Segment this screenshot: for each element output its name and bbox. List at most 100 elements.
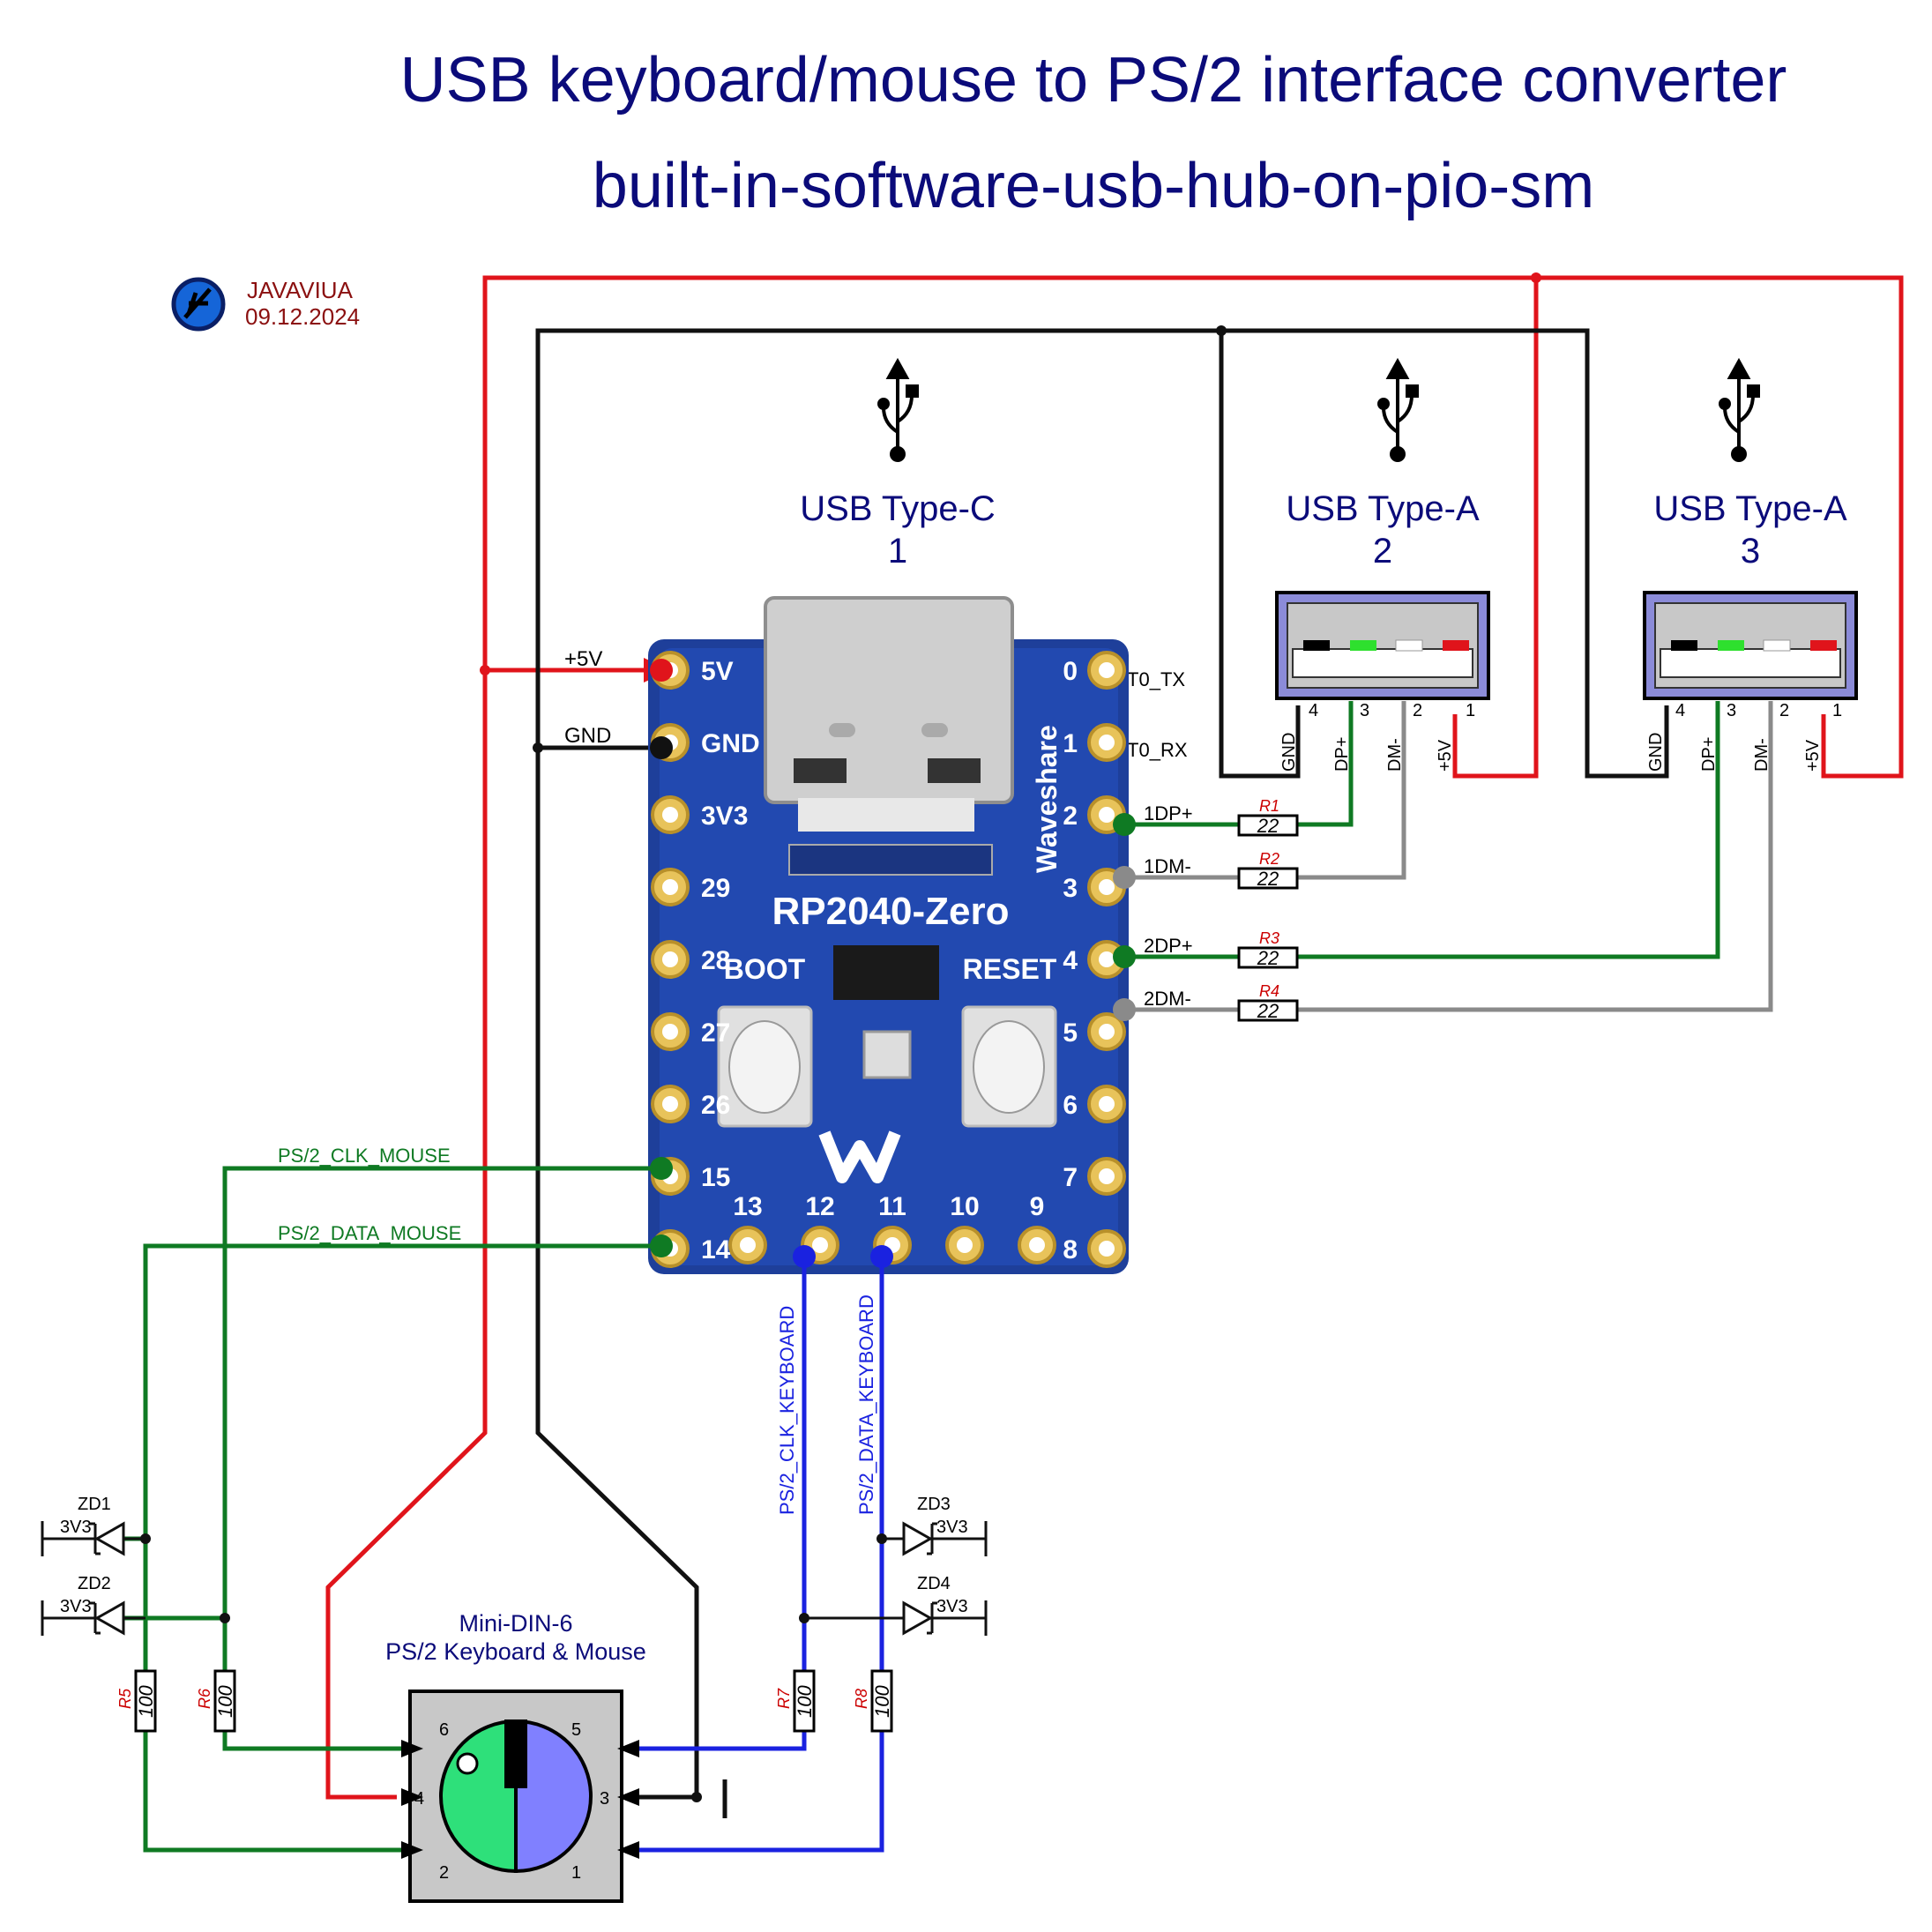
zener-zd3-ref: ZD3 — [917, 1495, 951, 1514]
board-reset-label: RESET — [963, 953, 1057, 985]
resistor-r3-value: 22 — [1257, 947, 1279, 969]
board-right-pin-label: 7 — [1063, 1163, 1078, 1192]
resistor-r2-ref: R2 — [1259, 850, 1279, 868]
usb-port-1-number: 1 — [888, 532, 907, 571]
net-label-1dm: 1DM- — [1144, 855, 1191, 877]
resistor-r7-ref: R7 — [775, 1688, 793, 1709]
board-left-pin-pad-hole — [662, 807, 678, 823]
usb-port-3-type: USB Type-A — [1653, 489, 1847, 528]
usb-3-pin-5v: +5V — [1803, 739, 1823, 772]
connector-pin-3: 3 — [600, 1789, 609, 1809]
net-label-2dp: 2DP+ — [1144, 935, 1193, 957]
usb-port-2-type: USB Type-A — [1286, 489, 1480, 528]
board-right-pin-pad-hole — [1099, 951, 1115, 967]
ps2-mouse-lines — [106, 1166, 661, 1853]
usb-type-a-connector-3 — [1643, 591, 1858, 700]
resistor-r6-value: 100 — [214, 1685, 236, 1718]
board-left-pin-pad-hole — [662, 1096, 678, 1112]
board-bottom-pin-pad-hole — [740, 1237, 756, 1253]
usb-3-pin-number: 4 — [1675, 701, 1685, 720]
usb-2-pin-gnd: GND — [1279, 733, 1299, 772]
board-right-pin-label: 2 — [1063, 802, 1078, 831]
usb-3-pin-gnd: GND — [1646, 733, 1666, 772]
junction-dot — [1216, 325, 1227, 336]
usb-2-pin-number: 1 — [1466, 701, 1475, 720]
board-bottom-pin-pad-hole — [957, 1237, 973, 1253]
net-label-clk-keyboard: PS/2_CLK_KEYBOARD — [776, 1306, 798, 1515]
connector-pin-4: 4 — [414, 1789, 424, 1809]
board-right-pin-pad-hole — [1099, 1024, 1115, 1040]
board-left-pin-label: 15 — [701, 1163, 730, 1192]
usb-2-pin-labels: 4 3 2 1 GND DP+ DM- +5V — [1279, 701, 1475, 772]
resistor-r4-ref: R4 — [1259, 982, 1279, 1000]
junction-dot — [220, 1613, 230, 1623]
connector-pin-2: 2 — [439, 1863, 449, 1883]
board-right-pin-label: 8 — [1063, 1235, 1078, 1264]
board-right-pin-label: 6 — [1063, 1091, 1078, 1120]
board-right-pin-label: 0 — [1063, 657, 1078, 686]
connector-pin-6: 6 — [439, 1720, 449, 1740]
zener-zd2-ref: ZD2 — [78, 1574, 111, 1593]
rp2040-zero-board — [648, 596, 1129, 1274]
author-name: JAVAVIUA — [247, 277, 354, 303]
board-bottom-pin-label: 9 — [1030, 1192, 1045, 1221]
usb-2-pin-dm: DM- — [1385, 738, 1405, 772]
author-logo-icon — [171, 277, 226, 332]
board-right-pin-label: 3 — [1063, 874, 1078, 903]
resistor-r6-ref: R6 — [196, 1688, 213, 1709]
resistor-r3: 22 R3 — [1237, 929, 1299, 969]
net-label-1dp: 1DP+ — [1144, 802, 1193, 824]
net-label-2dm: 2DM- — [1144, 988, 1191, 1010]
ps2-keyboard-lines — [639, 1257, 884, 1853]
board-left-pin-label: 28 — [701, 946, 730, 975]
board-right-pin-pad-hole — [1099, 1096, 1115, 1112]
usb-2-pin-5v: +5V — [1436, 739, 1455, 772]
resistor-r3-ref: R3 — [1259, 929, 1279, 947]
usb-port-3-number: 3 — [1741, 532, 1760, 571]
zener-zd4-ref: ZD4 — [917, 1574, 951, 1593]
resistor-r5: 100 R5 — [116, 1669, 157, 1733]
resistor-r5-value: 100 — [135, 1685, 157, 1718]
usb-3-pin-number: 3 — [1727, 701, 1736, 720]
resistor-r8-ref: R8 — [853, 1689, 870, 1709]
board-right-pin-pad-hole — [1099, 1241, 1115, 1257]
connector-desc: PS/2 Keyboard & Mouse — [385, 1638, 646, 1665]
usb-3-pin-dm: DM- — [1752, 738, 1772, 772]
usb-icon — [1719, 357, 1760, 462]
board-left-pin-pad-hole — [662, 879, 678, 895]
net-label-data-keyboard: PS/2_DATA_KEYBOARD — [855, 1294, 877, 1515]
junction-dot — [876, 1533, 887, 1544]
board-name: RP2040-Zero — [772, 890, 1009, 933]
board-right-pin-pad-hole — [1099, 807, 1115, 823]
usb-port-1-type: USB Type-C — [800, 489, 996, 528]
power-5v-net — [325, 275, 1904, 1800]
usb-port-2-number: 2 — [1373, 532, 1392, 571]
zener-zd3 — [902, 1521, 988, 1556]
net-label-data-mouse: PS/2_DATA_MOUSE — [278, 1222, 461, 1244]
board-bottom-pin-pad-hole — [1029, 1237, 1045, 1253]
mini-din-6-connector — [408, 1690, 623, 1903]
board-left-pin-label: 27 — [701, 1018, 730, 1048]
net-label-clk-mouse: PS/2_CLK_MOUSE — [278, 1145, 451, 1167]
board-left-pin-label: 26 — [701, 1091, 730, 1120]
zener-zd4 — [902, 1600, 988, 1636]
waveshare-logo-icon — [818, 1130, 901, 1183]
board-right-pin-pad-hole — [1099, 1168, 1115, 1184]
board-right-pin-pad-hole — [1099, 735, 1115, 750]
resistor-r6: 100 R6 — [196, 1669, 236, 1733]
board-bottom-pin-label: 10 — [950, 1192, 979, 1221]
resistor-r2: 22 R2 — [1237, 850, 1299, 890]
board-boot-label: BOOT — [724, 953, 806, 985]
usb-2-pin-dp: DP+ — [1332, 737, 1352, 772]
net-label-5v: +5V — [564, 647, 602, 671]
resistor-r1-ref: R1 — [1259, 797, 1279, 815]
pin-dot-gp5 — [1113, 998, 1136, 1021]
board-left-pin-label: GND — [701, 729, 760, 758]
connector-name: Mini-DIN-6 — [459, 1610, 572, 1637]
zener-zd1-value: 3V3 — [60, 1518, 92, 1537]
zener-zd4-value: 3V3 — [936, 1597, 968, 1616]
board-bottom-pin-label: 11 — [878, 1192, 906, 1221]
resistor-r1: 22 R1 — [1237, 797, 1299, 837]
